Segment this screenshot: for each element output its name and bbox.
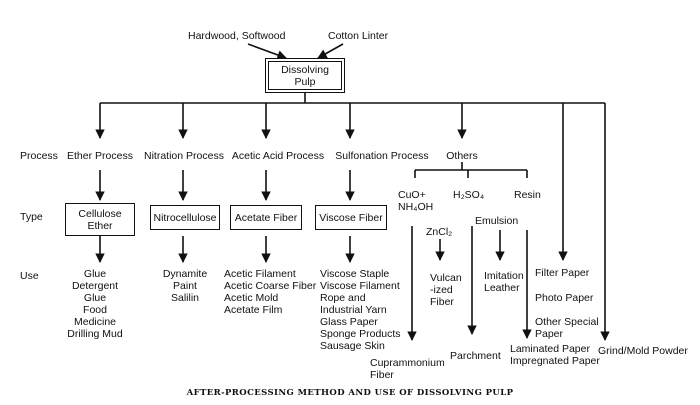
use-ether-food: Food	[83, 304, 107, 316]
use-nitration-salilin: Salilin	[170, 292, 199, 304]
use-acetic-filament: Acetic Filament	[224, 268, 296, 280]
dissolving-pulp-line1: Dissolving	[281, 63, 329, 76]
figure-caption: AFTER-PROCESSING METHOD AND USE OF DISSO…	[186, 388, 514, 398]
process-ether: Ether Process	[67, 150, 133, 162]
type-acetate-fiber: Acetate Fiber	[234, 211, 298, 224]
use-acetate-film: Acetate Film	[224, 304, 283, 316]
use-nitration-paint: Paint	[173, 280, 197, 292]
use-ether-detergent: Detergent	[71, 280, 119, 292]
use-vulcanized-line2: -ized	[430, 284, 453, 296]
row-label-type: Type	[20, 211, 43, 223]
use-imitation-line1: Imitation	[484, 270, 524, 282]
reagent-resin: Resin	[514, 189, 541, 201]
type-viscose-fiber: Viscose Fiber	[319, 211, 383, 224]
reagent-cuo: CuO+	[398, 189, 426, 201]
dissolving-pulp-box: Dissolving Pulp	[265, 58, 345, 93]
use-rope: Rope and	[320, 292, 366, 304]
type-acetate-fiber-box: Acetate Fiber	[230, 205, 302, 230]
reagent-h2so4: H₂SO₄	[453, 189, 485, 201]
row-label-process: Process	[20, 150, 58, 162]
process-acetic-acid: Acetic Acid Process	[231, 150, 325, 162]
type-cellulose-line1: Cellulose	[78, 207, 122, 220]
use-acetic-coarse-fiber: Acetic Coarse Fiber	[224, 280, 317, 292]
source-cotton-linter: Cotton Linter	[328, 30, 389, 42]
use-ether-glue: Glue	[83, 268, 107, 280]
use-grind-mold-powder: Grind/Mold Powder	[598, 345, 688, 357]
type-nitrocellulose-box: Nitrocellulose	[150, 205, 220, 230]
use-industrial-yarn: Industrial Yarn	[320, 304, 387, 316]
reagent-zncl2: ZnCl₂	[426, 226, 453, 238]
source-hardwood-softwood: Hardwood, Softwood	[188, 30, 286, 42]
use-other-special-line2: Paper	[535, 328, 564, 340]
use-glass-paper: Glass Paper	[320, 316, 378, 328]
process-others: Others	[446, 150, 478, 162]
use-ether-drilling-mud: Drilling Mud	[67, 328, 123, 340]
use-sausage-skin: Sausage Skin	[320, 340, 385, 352]
use-viscose-staple: Viscose Staple	[320, 268, 390, 280]
use-cuprammonium-line2: Fiber	[370, 369, 394, 381]
use-other-special-line1: Other Special	[535, 316, 599, 328]
type-ether-line2: Ether	[87, 219, 113, 232]
use-cuprammonium-line1: Cuprammonium	[370, 357, 445, 369]
dissolving-pulp-line2: Pulp	[294, 75, 316, 88]
use-acetic-mold: Acetic Mold	[224, 292, 279, 304]
use-parchment: Parchment	[450, 350, 501, 362]
arrow-wood-to-pulp	[247, 43, 287, 60]
use-vulcanized-line3: Fiber	[430, 296, 454, 308]
use-imitation-line2: Leather	[484, 282, 520, 294]
process-nitration: Nitration Process	[144, 150, 224, 162]
use-ether-medicine: Medicine	[73, 316, 117, 328]
use-nitration-dynamite: Dynamite	[162, 268, 208, 280]
use-impregnated-paper: Impregnated Paper	[510, 355, 600, 367]
use-viscose-filament: Viscose Filament	[320, 280, 400, 292]
type-cellulose-ether-box: Cellulose Ether	[65, 203, 135, 236]
use-laminated-paper: Laminated Paper	[510, 343, 590, 355]
process-sulfonation: Sulfonation Process	[335, 150, 429, 162]
use-sponge-products: Sponge Products	[320, 328, 401, 340]
use-vulcanized-line1: Vulcan	[430, 272, 462, 284]
row-label-use: Use	[20, 270, 39, 282]
arrow-cotton-to-pulp	[317, 43, 344, 59]
type-nitrocellulose: Nitrocellulose	[153, 211, 217, 224]
type-viscose-fiber-box: Viscose Fiber	[315, 205, 387, 230]
use-ether-glue-2: Glue	[83, 292, 107, 304]
reagent-nh4oh: NH₄OH	[398, 201, 434, 213]
use-photo-paper: Photo Paper	[535, 292, 594, 304]
use-filter-paper: Filter Paper	[535, 267, 590, 279]
reagent-emulsion: Emulsion	[475, 215, 519, 227]
